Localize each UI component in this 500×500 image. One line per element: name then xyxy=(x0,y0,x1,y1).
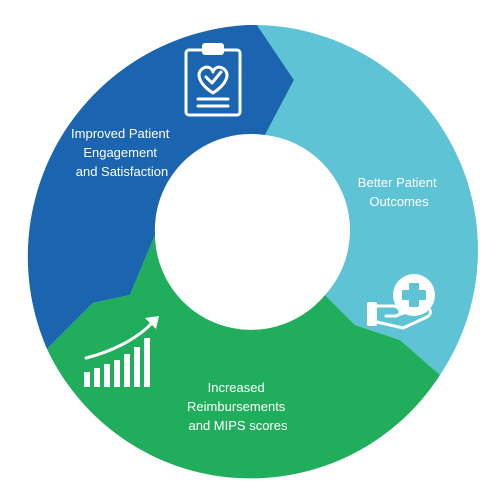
label-line: Increased xyxy=(208,380,265,395)
label-line: and MIPS scores xyxy=(189,418,288,433)
segment-reimbursement-label: Increased Reimbursements and MIPS scores xyxy=(187,380,289,433)
segment-outcomes-label: Better Patient Outcomes xyxy=(358,175,440,209)
clipboard-heart-icon xyxy=(184,43,242,117)
label-line: Outcomes xyxy=(369,194,429,209)
segment-outcomes: Better Patient Outcomes xyxy=(257,25,478,375)
label-line: Engagement xyxy=(83,145,157,160)
segment-engagement: Improved Patient Engagement and Satisfac… xyxy=(27,25,294,349)
label-line: Reimbursements xyxy=(187,399,286,414)
label-line: and Satisfaction xyxy=(76,164,169,179)
label-line: Improved Patient xyxy=(71,126,170,141)
segment-reimbursement: Increased Reimbursements and MIPS scores xyxy=(47,235,440,479)
label-line: Better Patient xyxy=(358,175,437,190)
rising-bar-chart-icon xyxy=(84,316,159,387)
hand-medical-cross-icon xyxy=(367,274,435,330)
segment-engagement-label: Improved Patient Engagement and Satisfac… xyxy=(71,126,173,179)
segment-reimbursement-shape xyxy=(47,235,440,479)
